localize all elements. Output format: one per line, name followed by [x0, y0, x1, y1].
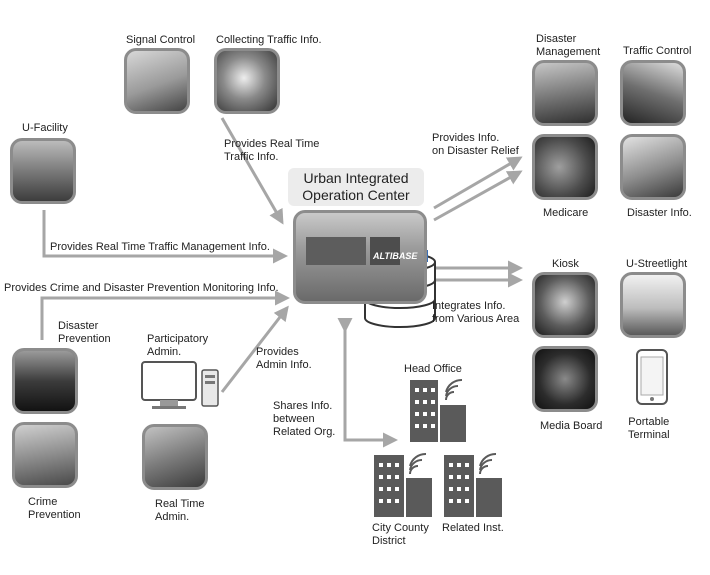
label-participatory-admin: Participatory Admin. — [147, 333, 209, 358]
arrow-traffic-mgmt — [42, 210, 288, 264]
label-disaster-info: Disaster Info. — [627, 207, 692, 219]
label-portable-terminal: Portable Terminal — [628, 416, 670, 441]
flow-label-disaster-relief: Provides Info. on Disaster Relief — [432, 132, 519, 157]
u-streetlight-image — [620, 272, 686, 338]
operation-center-image — [293, 210, 427, 304]
label-u-facility: U-Facility — [22, 122, 68, 134]
flow-label-traffic-mgmt: Provides Real Time Traffic Management In… — [50, 241, 270, 253]
label-u-streetlight: U-Streetlight — [626, 258, 688, 270]
desktop-computer-icon — [141, 361, 219, 409]
label-collecting-traffic: Collecting Traffic Info. — [216, 34, 322, 46]
label-related-inst: Related Inst. — [442, 522, 504, 534]
label-real-time-admin: Real Time Admin. — [155, 498, 205, 523]
label-crime-prevention: Crime Prevention — [28, 496, 81, 521]
label-head-office: Head Office — [404, 363, 462, 375]
kiosk-image — [532, 272, 598, 338]
label-medicare: Medicare — [543, 207, 589, 219]
arrow-disaster-relief-1 — [433, 156, 523, 210]
label-media-board: Media Board — [540, 420, 603, 432]
label-kiosk: Kiosk — [552, 258, 579, 270]
flow-label-crime-disaster: Provides Crime and Disaster Prevention M… — [4, 282, 279, 294]
center-title-line2: Operation Center — [302, 187, 410, 203]
real-time-admin-image — [142, 424, 208, 490]
center-title-line1: Urban Integrated — [303, 170, 409, 186]
disaster-management-image — [532, 60, 598, 126]
signal-control-image — [124, 48, 190, 114]
medicare-image — [532, 134, 598, 200]
label-disaster-management: Disaster Management — [536, 33, 601, 58]
disaster-prevention-image — [12, 348, 78, 414]
label-disaster-prevention: Disaster Prevention — [58, 320, 111, 345]
flow-label-shares-info: Shares Info. between Related Org. — [273, 400, 336, 438]
disaster-info-image — [620, 134, 686, 200]
label-signal-control: Signal Control — [126, 34, 196, 46]
arrow-disaster-relief-2 — [433, 170, 523, 222]
db-logo: ALTIBASE — [373, 251, 418, 261]
traffic-control-image — [620, 60, 686, 126]
center-title: Urban Integrated Operation Center — [288, 168, 424, 206]
flow-label-admin-info: Provides Admin Info. — [256, 346, 312, 371]
flow-label-realtime-traffic: Provides Real Time Traffic Info. — [224, 138, 320, 163]
crime-prevention-image — [12, 422, 78, 488]
label-traffic-control: Traffic Control — [623, 45, 692, 57]
collecting-traffic-image — [214, 48, 280, 114]
arrow-admin-info — [220, 305, 289, 393]
u-facility-image — [10, 138, 76, 204]
label-city-county: City County District — [372, 522, 429, 547]
flow-label-integrates: Integrates Info. from Various Area — [432, 300, 520, 325]
arrow-realtime-traffic — [220, 117, 284, 225]
arrow-shares-info — [337, 318, 398, 448]
portable-terminal-icon — [636, 349, 668, 405]
arrow-crime-disaster — [40, 290, 290, 340]
media-board-image — [532, 346, 598, 412]
